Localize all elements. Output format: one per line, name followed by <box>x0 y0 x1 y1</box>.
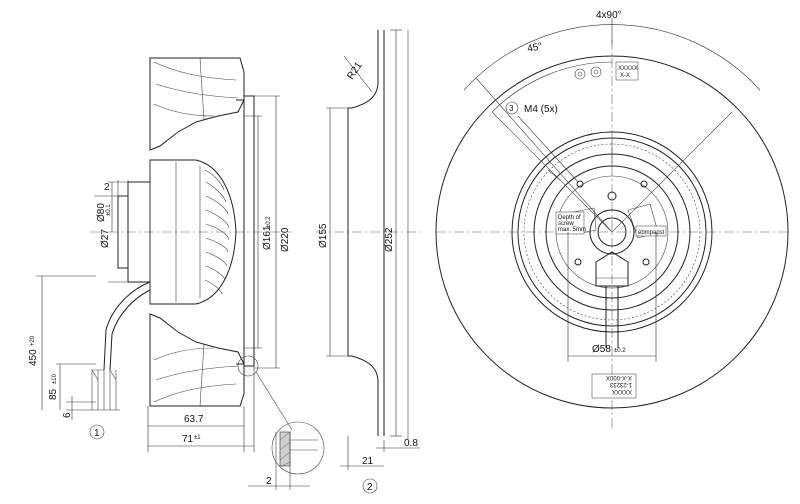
blade-line-top-1 <box>153 61 237 81</box>
dim-71-tol: ±1 <box>194 435 201 441</box>
blade-line-bot-2 <box>155 365 239 381</box>
screw-note-1: Depth of <box>558 215 581 221</box>
front-ring-2 <box>517 137 707 327</box>
impeller-top-silhouette <box>149 57 245 151</box>
dim-21: 21 <box>362 456 374 467</box>
detail-2-circle <box>271 421 325 475</box>
tag-top-2: X-X <box>620 73 630 79</box>
screw-note-3: max. 5mm <box>558 227 586 233</box>
cable-front <box>605 286 619 348</box>
cable <box>103 281 151 371</box>
brand-box <box>635 225 667 237</box>
front-view: Depth of screw max. 5mm ebmpapst 4x90° 4… <box>435 10 790 430</box>
dim-2-bottom: 2 <box>266 476 272 487</box>
dim-6: 6 <box>62 412 73 418</box>
blade-line-top-3 <box>153 103 215 117</box>
dim-4x90: 4x90° <box>596 10 622 21</box>
tag-bottom-3: X-X-000X <box>606 374 632 380</box>
tag-top <box>615 61 639 81</box>
motor-ribs <box>175 162 230 302</box>
front-outer-disk <box>435 55 789 409</box>
dim-85-tol: ±10 <box>52 373 58 384</box>
brand-label: ebmpapst <box>638 230 665 236</box>
tag-bottom-2: 1-23233 <box>609 381 632 387</box>
front-ring-1 <box>511 131 713 333</box>
cable-outer <box>109 289 151 371</box>
tag-bottom: XXXXX 1-23233 X-X-000X <box>591 373 637 399</box>
dim-2-top: 2 <box>104 182 110 193</box>
dim-450-tol: +20 <box>30 335 36 346</box>
dim-d58-tol: ±0.2 <box>614 348 626 354</box>
tag-bottom-1: XXXXX <box>612 388 632 394</box>
dim-45: 45° <box>526 41 543 55</box>
dim-m4: M4 (5x) <box>524 104 558 115</box>
callout-1-text: 1 <box>94 428 100 439</box>
dim-d58: Ø58 <box>592 344 611 355</box>
blade-line-top-4 <box>199 57 205 121</box>
dim-d80: Ø80 <box>96 203 107 222</box>
front-ring-ribbed <box>523 143 701 321</box>
detail-leader <box>255 371 293 431</box>
dim-d27-tol: ±0.1 <box>106 204 112 216</box>
front-hub-inner <box>597 217 627 247</box>
inlet-ring-section: R21 Ø155 Ø252 21 0.8 2 <box>316 29 420 494</box>
front-hub-outer <box>589 209 635 255</box>
dim-71: 71 <box>182 434 194 445</box>
angle-line-right <box>611 111 733 233</box>
dim-r21: R21 <box>345 60 365 82</box>
dim-d220: Ø220 <box>280 227 291 252</box>
cable-outlet <box>595 251 629 287</box>
motor-housing <box>149 159 237 305</box>
dim-0-8: 0.8 <box>404 438 418 449</box>
detail-2-view <box>271 421 325 490</box>
blade-line-bot-1 <box>153 383 237 403</box>
callout-2 <box>362 478 378 494</box>
m4-leader <box>517 115 579 183</box>
detail-circle <box>237 355 259 377</box>
dim-450: 450 <box>28 349 39 366</box>
blade-line-bot-3 <box>153 347 215 361</box>
callout-1 <box>89 424 105 440</box>
cable-wires <box>91 369 117 410</box>
side-view: Ø80 Ø27 ±0.1 2 Ø161 ±0.2 Ø220 450 +20 85… <box>28 57 325 490</box>
callout-3-text: 3 <box>509 104 514 113</box>
angle-line-left <box>491 111 613 233</box>
callout-2-text: 2 <box>367 482 373 493</box>
inlet-ring-profile <box>347 30 379 436</box>
cog-icon <box>590 66 602 78</box>
impeller-backplate <box>243 95 255 367</box>
gear-icon <box>574 68 586 80</box>
dim-85: 85 <box>48 388 59 400</box>
screw-note-2: screw <box>558 221 574 227</box>
callout-3 <box>505 101 519 115</box>
dim-d161: Ø161 <box>262 225 273 250</box>
blade-line-top-2 <box>155 83 239 99</box>
screw-note-box <box>555 211 585 235</box>
dim-d161-tol: ±0.2 <box>266 216 272 228</box>
dim-d27: Ø27 <box>100 229 111 248</box>
tag-top-1: XXXXX <box>618 66 638 72</box>
angle-line-45 <box>475 77 613 233</box>
impeller-bottom-silhouette <box>149 313 245 407</box>
arc-45 <box>491 61 613 113</box>
dim-d252: Ø252 <box>384 227 395 252</box>
dim-63-7: 63.7 <box>184 414 204 425</box>
blade-line-bot-4 <box>199 343 205 407</box>
dim-d155: Ø155 <box>318 223 329 248</box>
